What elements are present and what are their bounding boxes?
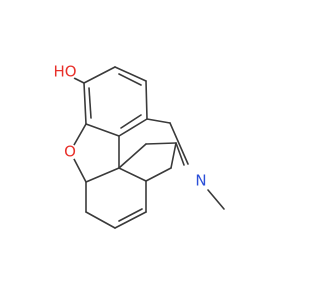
bond-ring-4	[118, 118, 148, 137]
bond-ether-left	[73, 123, 87, 146]
bond-ring-6	[83, 82, 87, 125]
bond-ring-5	[85, 123, 120, 137]
bond-ring-2-inner	[118, 73, 142, 86]
amine-nitrogen-label: N	[195, 172, 206, 190]
bond-cyclohexene-2	[85, 211, 116, 229]
bond-bridgehead-to-ring	[170, 142, 177, 169]
bond-ring-3	[145, 80, 148, 120]
bond-layer	[69, 66, 225, 229]
bond-ring-to-bridge	[145, 167, 172, 182]
bond-benzylic-methylene	[146, 118, 171, 124]
bond-cyclohexene-3	[114, 211, 147, 229]
hydroxyl-label-background	[54, 61, 76, 83]
bond-ethyl-to-bridgehead	[145, 142, 177, 145]
bond-ether-right	[73, 158, 87, 183]
bond-ether-carbon-quaternary	[85, 167, 120, 183]
atom-label-layer: HO O N	[53, 61, 210, 190]
bond-ring-4-inner	[120, 114, 142, 129]
bond-methylene-to-nitrogen	[169, 122, 189, 165]
bond-ring-1	[83, 66, 116, 84]
bond-bridgehead-to-nitrogen	[175, 142, 185, 166]
bond-quaternary-ring	[118, 167, 147, 182]
ether-oxygen-label-background	[62, 144, 78, 160]
bond-quaternary-ethyl	[118, 143, 147, 169]
bond-cyclohexene-3-inner	[118, 208, 143, 222]
amine-nitrogen-label-background	[192, 172, 210, 190]
molecule-structure-diagram: HO O N	[53, 61, 225, 229]
ether-oxygen-label: O	[64, 143, 76, 161]
bond-ring-6-inner	[88, 87, 92, 119]
hydroxyl-label: HO	[53, 63, 76, 81]
bond-ring-2	[114, 66, 147, 82]
bond-nitrogen-methyl	[207, 189, 225, 210]
